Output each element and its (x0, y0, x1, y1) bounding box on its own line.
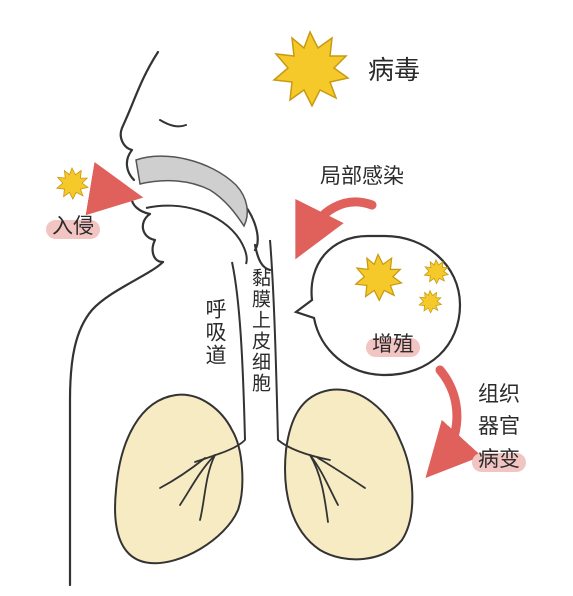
virus-icon (354, 252, 404, 302)
mucosa-epithelial-label: 黏膜上皮细胞 (249, 268, 271, 394)
right-lung (284, 388, 414, 561)
bronchi (159, 439, 366, 523)
invade-label: 入侵 (46, 214, 100, 239)
arrow-icon (295, 197, 377, 260)
throat-curve (145, 204, 248, 265)
virus-icon (418, 289, 443, 314)
arrow-icon (425, 365, 482, 478)
magnifier-bubble (293, 234, 462, 377)
virus-icon (272, 30, 350, 108)
virus-icon (55, 166, 89, 201)
nasal-passage (135, 155, 249, 228)
virus-label: 病毒 (368, 56, 421, 86)
trachea (231, 239, 279, 441)
respiratory-tract-label: 呼吸道 (203, 298, 227, 367)
virus-icon (423, 258, 450, 285)
organ-label: 器官 (478, 414, 520, 438)
tissue-label: 组织 (478, 382, 520, 406)
arrow-icon (85, 162, 144, 216)
left-lung (114, 393, 244, 565)
lungs (114, 388, 414, 565)
local-infection-label: 局部感染 (320, 164, 404, 188)
lesion-label: 病变 (472, 447, 526, 472)
proliferation-label: 增殖 (366, 332, 420, 357)
